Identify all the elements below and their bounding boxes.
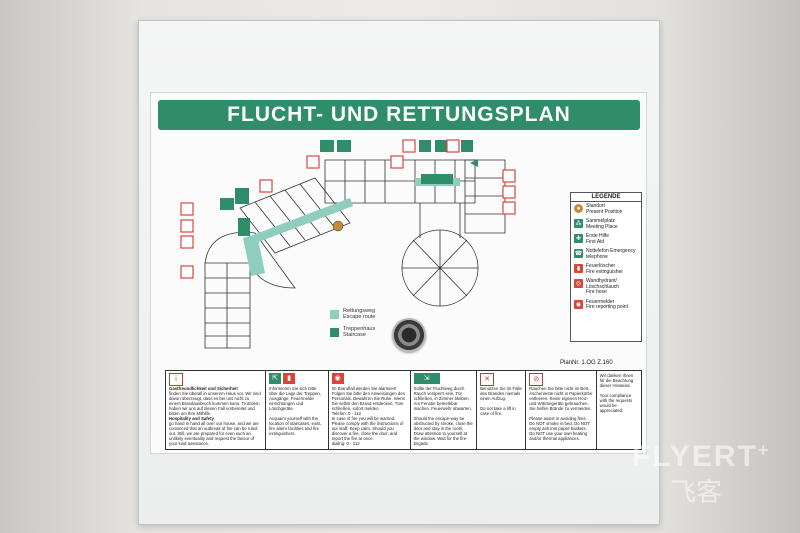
north-wing-outline [324,159,476,204]
escape-route-label-de: Rettungsweg [343,308,376,314]
fire-extinguisher-sign-4 [180,202,194,216]
east-wing-outline [464,159,506,234]
exit-running-man-sign-3 [235,188,249,204]
exit-arrow-sign-1 [320,140,334,152]
escape-route-label-en: Escape route [343,314,376,320]
instruction-orientation: ⇱▮ Informieren Sie sich bitte über die L… [266,371,329,449]
exit-running-man-sign-2 [435,140,447,152]
fire-extinguisher-sign-1 [402,139,416,153]
fire-alarm-sign-3 [502,201,516,215]
fire-alarm-sign-1 [390,155,404,169]
watermark-plus: + [757,440,771,460]
staircase-swatch [330,327,339,337]
staircase-west [238,218,250,236]
left-wing-outline [204,262,251,349]
plan-number: PlanNr. 1.OG Z.160 [560,360,613,366]
escape-route-corner [243,234,265,276]
fire-alarm-sign-2 [180,235,194,249]
fire-hose-sign-1 [446,139,460,153]
exit-arrow-right-icon [470,159,478,167]
instruction-strip: i Gastfreundlichkeit und Sicherheit find… [165,370,642,450]
legend-title: LEGENDE [571,193,641,202]
exit-arrow-sign-2 [419,140,431,152]
first-aid-icon: ✚ [574,234,583,243]
staircase-label-de: Treppenhaus [343,326,376,332]
position-dot-icon: ● [574,204,583,213]
mounting-screw [392,318,426,352]
fire-extinguisher-sign-3 [259,179,273,193]
instruction-lift: ✕ Benutzen Sie im Falle des Brandes niem… [477,371,527,449]
staircase-north [421,174,453,184]
fire-alarm-icon: ◉ [574,299,583,309]
fire-extinguisher-icon: ▮ [283,373,296,384]
floor-plan [180,139,516,349]
exit-arrow-sign-4 [220,198,234,210]
no-lift-icon: ✕ [480,373,495,386]
staircase-label-en: Staircase [343,332,366,338]
fire-extinguisher-sign-6 [502,169,516,183]
instruction-fire-alarm: ◉ Im Brandfall werden Sie alarmiert! Fol… [329,371,411,449]
watermark-text: FLYERT [632,440,758,473]
fire-alarm-icon: ◉ [331,373,344,384]
escape-route-swatch [330,309,339,319]
present-position-marker [332,220,344,232]
emergency-phone-icon: ☎ [574,249,583,258]
escape-route-sign-icon: ⇲ [413,373,440,384]
fire-hose-sign-3 [502,185,516,199]
plan-title: FLUCHT- UND RETTUNGSPLAN [158,100,640,130]
exit-running-man-sign-1 [337,140,351,152]
exit-arrow-sign-3 [461,140,473,152]
fire-extinguisher-sign-5 [180,265,194,279]
flyert-watermark: FLYERT+ 飞客 [632,440,770,509]
fire-hose-sign-2 [180,219,194,233]
meeting-place-icon: ⁂ [574,219,583,228]
fire-extinguisher-icon: ▮ [574,264,583,273]
instruction-hospitality: i Gastfreundlichkeit und Sicherheit find… [166,371,267,449]
instruction-smoke: ⇲ Sollte der Fluchtweg durch Rauch versp… [411,371,478,449]
corner-wing-outline [204,231,296,289]
fire-extinguisher-sign-2 [306,155,320,169]
instruction-smoking: ⊘ Rauchen Sie bitte nicht im Bett. Asche… [526,371,597,449]
escape-route-diagonal [245,198,353,246]
fire-hose-icon: ◎ [574,279,583,288]
exit-running-man-icon: ⇱ [269,373,282,384]
info-icon: i [169,373,183,386]
instruction-thanks: Wir danken Ihnen für die Beachtung diese… [599,373,634,413]
no-smoking-icon: ⊘ [529,373,544,386]
watermark-chinese-text: 飞客 [670,477,723,507]
